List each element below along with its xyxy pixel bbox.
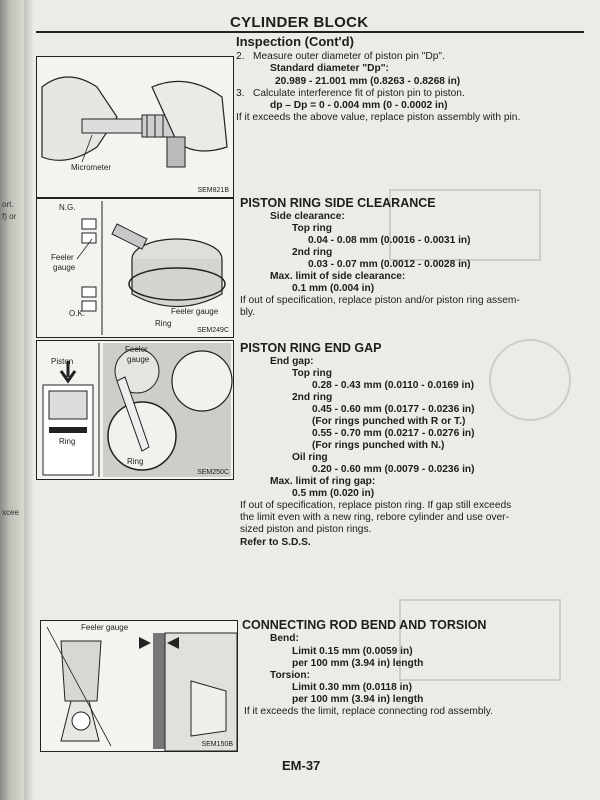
second-ring-label: 2nd ring	[292, 392, 333, 403]
page-header-title: CYLINDER BLOCK	[230, 14, 369, 31]
label-gauge: gauge	[53, 263, 76, 272]
label-ring-left: Ring	[59, 437, 76, 446]
step-number: 2.	[236, 51, 245, 62]
side-clearance-label: Side clearance:	[270, 211, 345, 222]
figure-code: SEM249C	[197, 327, 229, 334]
margin-fragment: ort.	[2, 200, 14, 209]
side-clearance-note: If out of specification, replace piston …	[240, 295, 520, 306]
max-ring-gap-label: Max. limit of ring gap:	[270, 476, 376, 487]
figure-code: SEM821B	[197, 187, 229, 194]
label-feeler-gauge: Feeler gauge	[171, 307, 219, 316]
step3-text: Calculate interference fit of piston pin…	[253, 88, 465, 99]
side-clearance-title: PISTON RING SIDE CLEARANCE	[240, 196, 436, 210]
figure-code: SEM250C	[197, 469, 229, 476]
label-feeler: Feeler	[51, 253, 74, 262]
micrometer-illustration	[41, 76, 228, 168]
second-ring-gap-note: (For rings punched with R or T.)	[312, 416, 466, 427]
oil-ring-label: Oil ring	[292, 452, 328, 463]
second-ring-value: 0.03 - 0.07 mm (0.0012 - 0.0028 in)	[308, 259, 471, 270]
book-binding	[0, 0, 24, 800]
label-ng: N.G.	[59, 203, 76, 212]
oil-ring-gap-value: 0.20 - 0.60 mm (0.0079 - 0.0236 in)	[312, 464, 475, 475]
standard-diameter-value: 20.989 - 21.001 mm (0.8263 - 0.8268 in)	[275, 76, 461, 87]
label-ok: O.K.	[69, 309, 86, 318]
top-ring-label: Top ring	[292, 223, 332, 234]
top-ring-value: 0.04 - 0.08 mm (0.0016 - 0.0031 in)	[308, 235, 471, 246]
header-rule	[36, 31, 584, 33]
figure-end-gap: Piston Feeler gauge Ring Ring SEM250C	[36, 340, 234, 480]
torsion-per-length: per 100 mm (3.94 in) length	[292, 694, 424, 705]
binding-shadow	[24, 0, 34, 800]
step2-text: Measure outer diameter of piston pin "Dp…	[253, 51, 445, 62]
end-gap-note: sized piston and piston rings.	[240, 524, 372, 535]
second-ring-label: 2nd ring	[292, 247, 333, 258]
max-ring-gap-value: 0.5 mm (0.020 in)	[292, 488, 375, 499]
end-gap-note: the limit even with a new ring, rebore c…	[240, 512, 509, 523]
label-feeler: Feeler	[125, 345, 148, 354]
interference-formula: dp – Dp = 0 - 0.004 mm (0 - 0.0002 in)	[270, 100, 448, 111]
figure-side-clearance: N.G. Feeler gauge O.K. Feeler gauge Ring…	[36, 198, 234, 338]
figure-code: SEM150B	[201, 741, 233, 748]
side-clearance-note: bly.	[240, 307, 256, 318]
connecting-rod-illustration	[46, 626, 237, 751]
label-gauge: gauge	[127, 355, 150, 364]
inspection-note: If it exceeds the above value, replace p…	[236, 112, 521, 123]
bend-torsion-note: If it exceeds the limit, replace connect…	[244, 706, 493, 717]
standard-diameter-label: Standard diameter "Dp":	[270, 63, 389, 74]
second-ring-gap-value: 0.55 - 0.70 mm (0.0217 - 0.0276 in)	[312, 428, 475, 439]
max-side-clearance-value: 0.1 mm (0.004 in)	[292, 283, 375, 294]
second-ring-gap-value: 0.45 - 0.60 mm (0.0177 - 0.0236 in)	[312, 404, 475, 415]
label-piston: Piston	[51, 357, 74, 366]
page-number: EM-37	[282, 758, 321, 773]
margin-fragment: f) or	[2, 212, 17, 221]
top-ring-gap-value: 0.28 - 0.43 mm (0.0110 - 0.0169 in)	[312, 380, 474, 391]
torsion-label: Torsion:	[270, 670, 310, 681]
side-clearance-illustration	[76, 201, 226, 335]
bend-limit: Limit 0.15 mm (0.0059 in)	[292, 646, 413, 657]
refer-sds: Refer to S.D.S.	[240, 537, 311, 548]
label-ring: Ring	[155, 319, 172, 328]
figure-connecting-rod: Feeler gauge SEM150B	[40, 620, 238, 752]
margin-fragment: xcee	[2, 508, 19, 517]
bleed-through-artwork	[389, 189, 571, 681]
second-ring-gap-note: (For rings punched with N.)	[312, 440, 445, 451]
inspection-title: Inspection (Cont'd)	[236, 34, 354, 49]
bend-torsion-title: CONNECTING ROD BEND AND TORSION	[242, 618, 487, 632]
bend-per-length: per 100 mm (3.94 in) length	[292, 658, 424, 669]
label-micrometer: Micrometer	[71, 163, 112, 172]
end-gap-title: PISTON RING END GAP	[240, 341, 382, 355]
torsion-limit: Limit 0.30 mm (0.0118 in)	[292, 682, 413, 693]
bend-label: Bend:	[270, 633, 299, 644]
top-ring-label: Top ring	[292, 368, 332, 379]
label-ring-right: Ring	[127, 457, 144, 466]
end-gap-label: End gap:	[270, 356, 314, 367]
label-feeler-gauge: Feeler gauge	[81, 623, 129, 632]
step-number: 3.	[236, 88, 245, 99]
end-gap-illustration	[42, 343, 233, 477]
end-gap-note: If out of specification, replace piston …	[240, 500, 512, 511]
figure-micrometer: Micrometer SEM821B	[36, 56, 234, 198]
max-side-clearance-label: Max. limit of side clearance:	[270, 271, 406, 282]
